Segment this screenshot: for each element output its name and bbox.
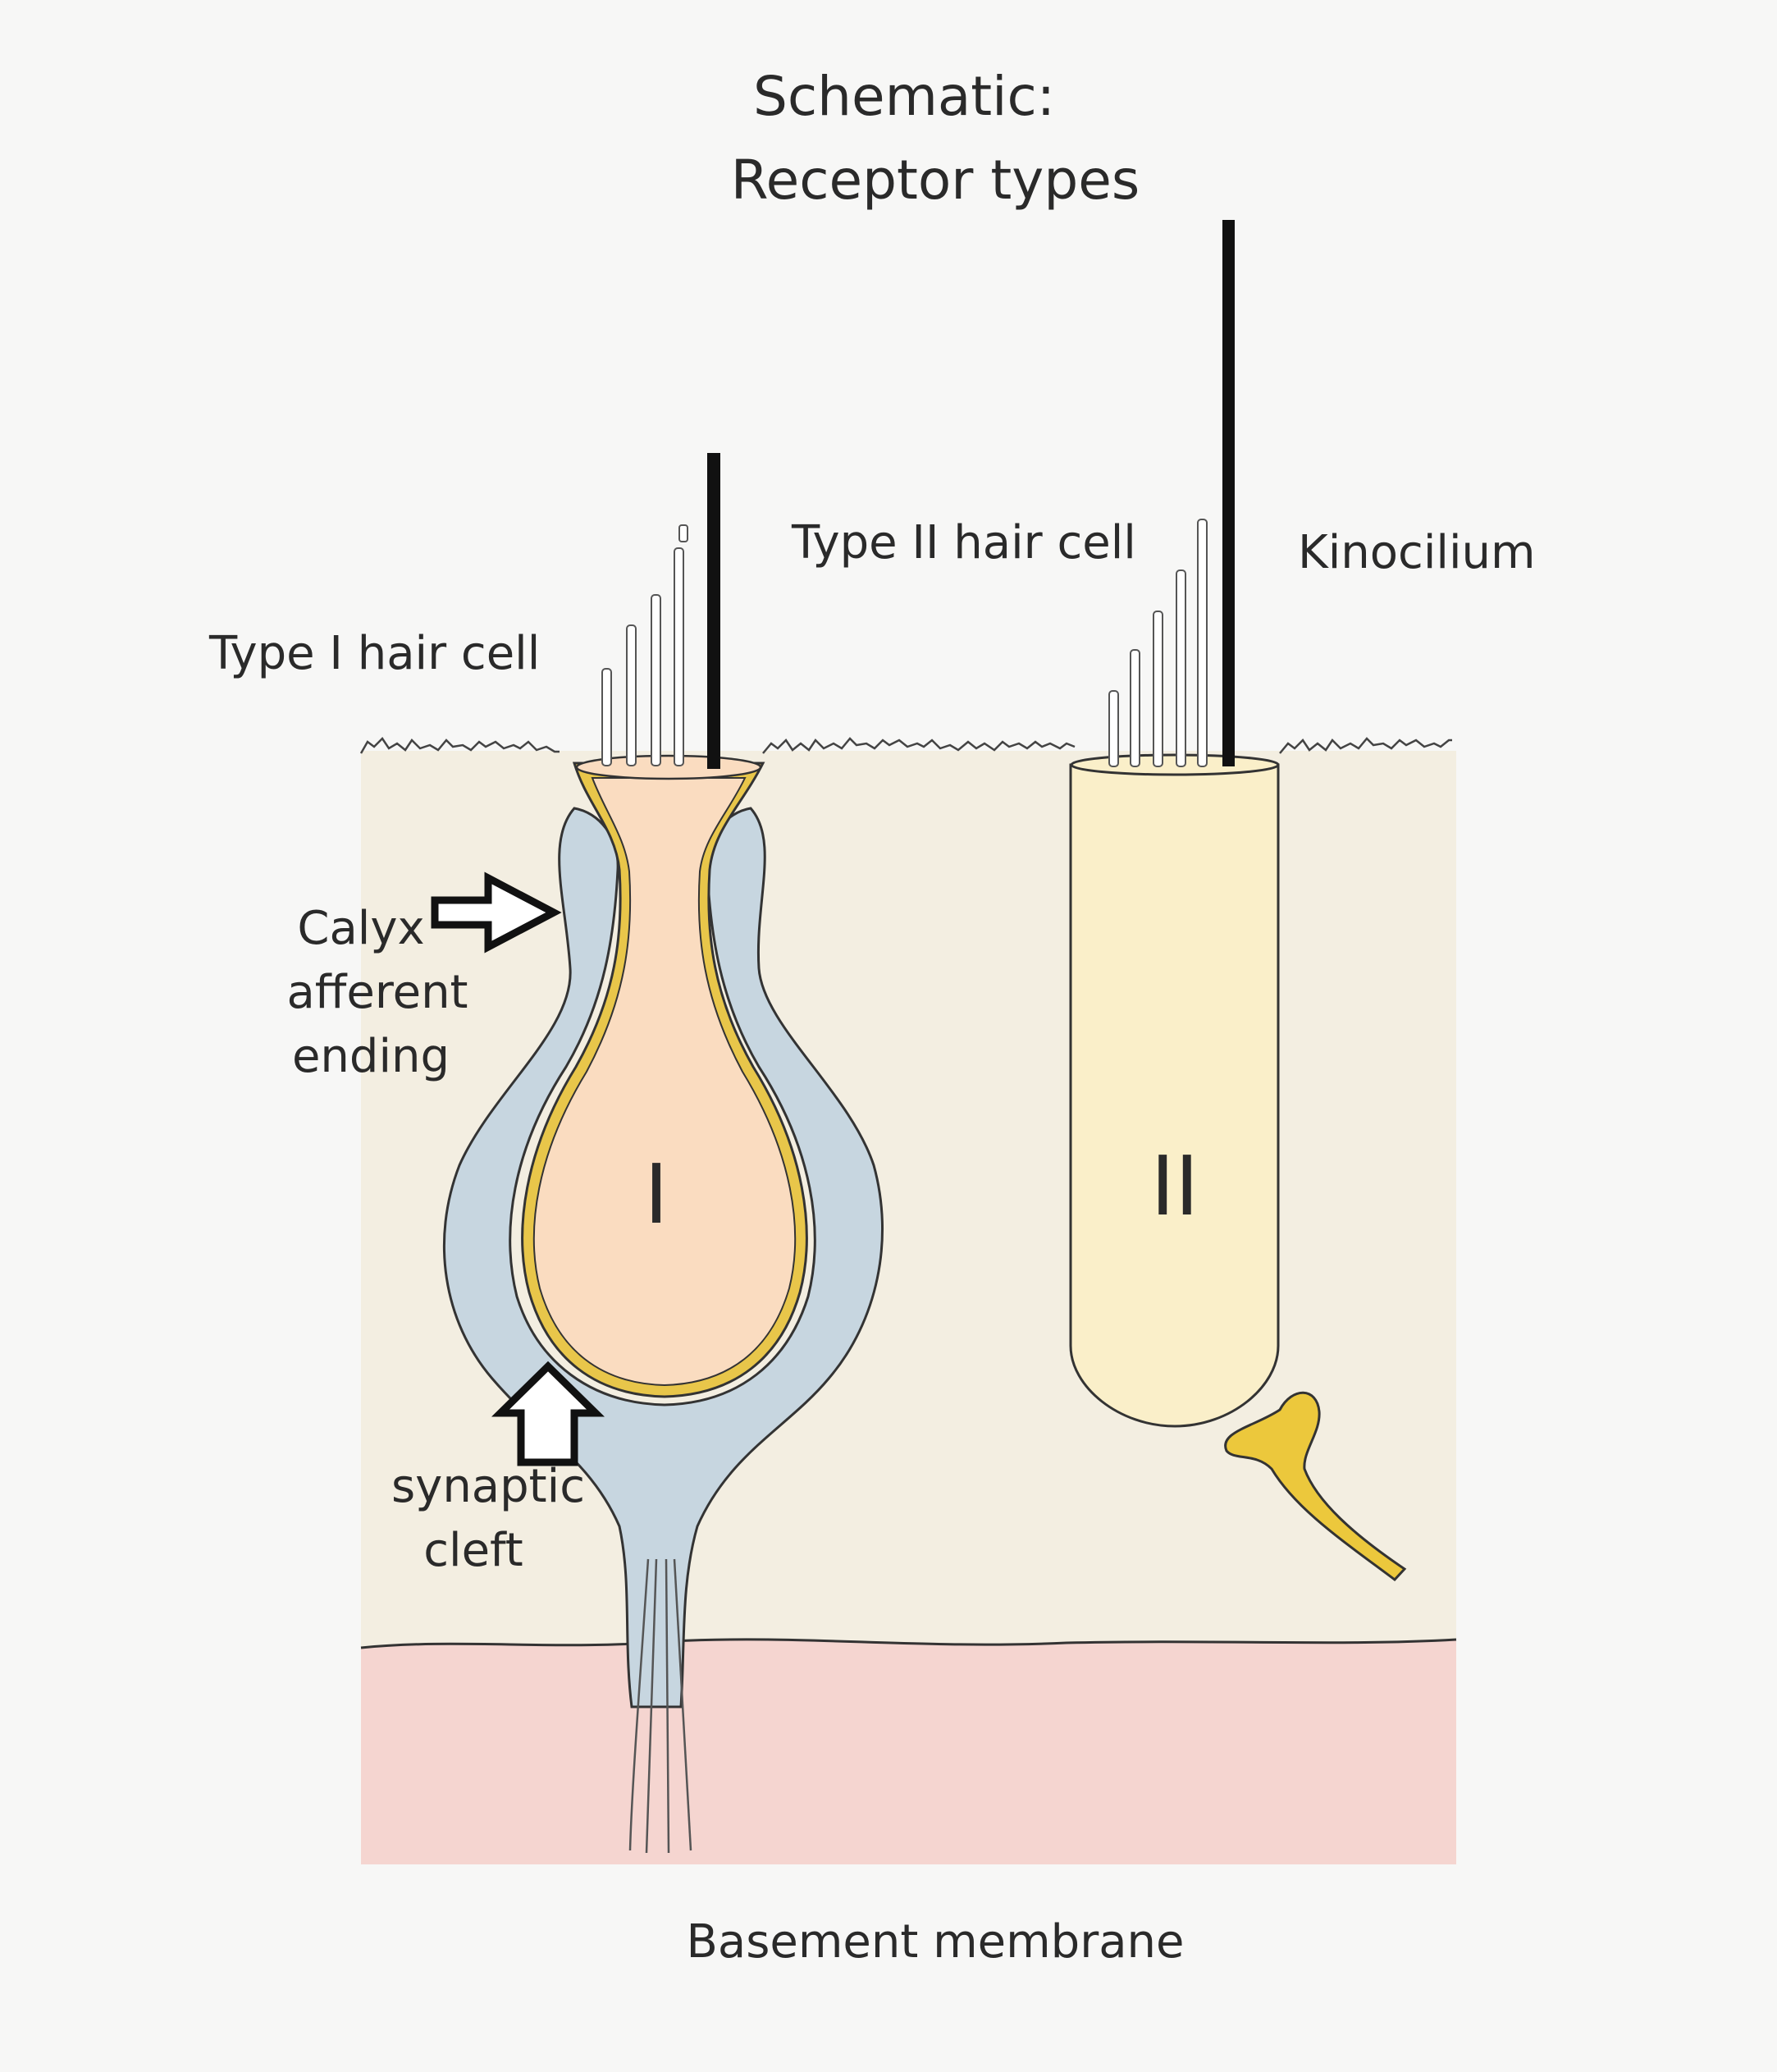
calyx-label-line-3: ending (292, 1030, 450, 1083)
type-2-kinocilium (1222, 220, 1235, 766)
title-line-2: Receptor types (731, 149, 1140, 212)
calyx-label-line-2: afferent (286, 966, 468, 1019)
type-2-stereocilia (1108, 519, 1208, 767)
apical-surface-line (359, 737, 1452, 754)
type-2-cell-body (1069, 763, 1280, 1428)
type-2-cell-top (1070, 753, 1280, 776)
calyx-afferent-ending (442, 807, 884, 1708)
type-2-hair-cell-group: II (1069, 220, 1407, 1582)
roman-numeral-two: II (1151, 1138, 1199, 1234)
calyx-arrow-icon (431, 871, 562, 954)
type-1-nerve-fibers (628, 1558, 692, 1854)
type-1-stereocilia (601, 524, 688, 766)
roman-numeral-one: I (644, 1146, 669, 1242)
synaptic-cleft-label-line-1: synaptic (391, 1460, 585, 1513)
type-1-hair-cell-label: Type I hair cell (208, 627, 540, 680)
type-1-cell-body (532, 777, 797, 1387)
kinocilium-label: Kinocilium (1298, 526, 1536, 579)
basement-membrane-line (360, 1638, 1457, 1649)
type-1-kinocilium (707, 453, 720, 769)
basement-membrane-label: Basement membrane (686, 1915, 1184, 1969)
synaptic-cleft-arrow-icon (491, 1361, 605, 1466)
basement-membrane-layer (361, 1639, 1456, 1864)
calyx-label-line-1: Calyx (297, 902, 424, 955)
type-2-nerve-ending (1224, 1391, 1407, 1582)
type-1-hair-cell-group: I (442, 453, 884, 1854)
title-line-1: Schematic: (753, 65, 1055, 128)
type-2-hair-cell-label: Type II hair cell (791, 516, 1136, 569)
synaptic-cleft-label-line-2: cleft (423, 1524, 523, 1577)
